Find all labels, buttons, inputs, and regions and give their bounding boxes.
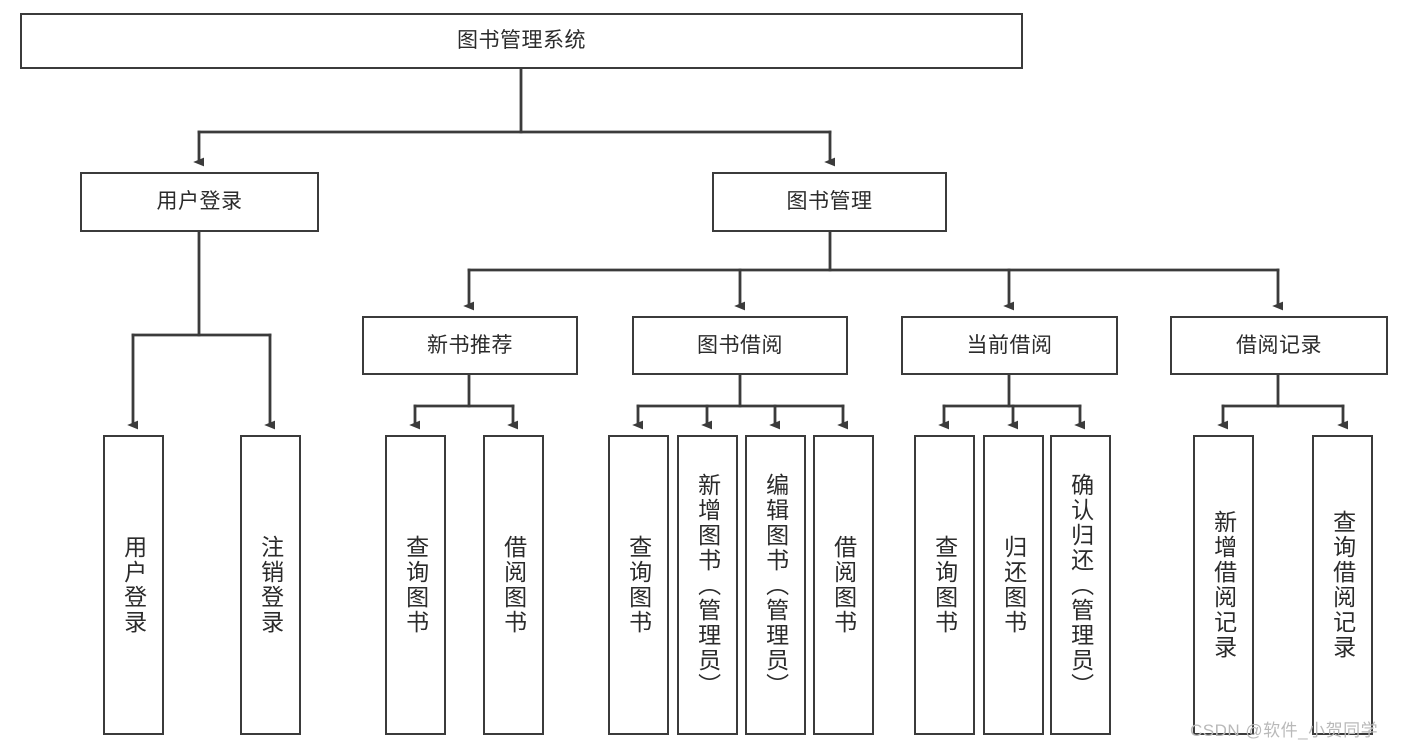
node-current-borrow[interactable]: 当前借阅 [901, 316, 1118, 375]
node-label: 借阅图书 [830, 535, 857, 635]
node-leaf-add-book-admin[interactable]: 新增图书（管理员） [677, 435, 738, 735]
node-label: 借阅图书 [500, 535, 527, 635]
node-leaf-borrow-book-2[interactable]: 借阅图书 [813, 435, 874, 735]
node-label: 注销登录 [257, 535, 284, 635]
node-leaf-borrow-book-1[interactable]: 借阅图书 [483, 435, 544, 735]
node-label: 借阅记录 [1236, 333, 1322, 357]
node-leaf-query-book-3[interactable]: 查询图书 [914, 435, 975, 735]
node-label: 查询借阅记录 [1329, 510, 1356, 660]
node-borrow-record[interactable]: 借阅记录 [1170, 316, 1388, 375]
node-leaf-query-book-2[interactable]: 查询图书 [608, 435, 669, 735]
node-label: 用户登录 [156, 190, 243, 214]
node-label: 图书管理系统 [457, 29, 586, 53]
node-new-book-recommend[interactable]: 新书推荐 [362, 316, 578, 375]
node-leaf-edit-book-admin[interactable]: 编辑图书（管理员） [745, 435, 806, 735]
node-leaf-query-book-1[interactable]: 查询图书 [385, 435, 446, 735]
node-leaf-query-borrow-record[interactable]: 查询借阅记录 [1312, 435, 1373, 735]
node-book-borrow[interactable]: 图书借阅 [632, 316, 848, 375]
node-label: 编辑图书（管理员） [762, 472, 789, 698]
node-book-management[interactable]: 图书管理 [712, 172, 947, 232]
node-label: 图书借阅 [697, 333, 783, 357]
node-label: 新书推荐 [427, 333, 513, 357]
csdn-watermark: CSDN @软件_小贺同学 [1190, 721, 1379, 740]
node-user-login[interactable]: 用户登录 [80, 172, 319, 232]
node-label: 用户登录 [120, 535, 147, 635]
node-leaf-add-borrow-record[interactable]: 新增借阅记录 [1193, 435, 1254, 735]
node-label: 查询图书 [931, 535, 958, 635]
node-label: 确认归还（管理员） [1067, 472, 1094, 698]
node-label: 归还图书 [1000, 535, 1027, 635]
node-label: 图书管理 [786, 190, 873, 214]
node-leaf-confirm-return-admin[interactable]: 确认归还（管理员） [1050, 435, 1111, 735]
node-system-title[interactable]: 图书管理系统 [20, 13, 1023, 69]
node-label: 查询图书 [625, 535, 652, 635]
node-label: 当前借阅 [966, 333, 1053, 357]
node-leaf-user-login[interactable]: 用户登录 [103, 435, 164, 735]
node-label: 新增借阅记录 [1210, 510, 1237, 660]
node-label: 查询图书 [402, 535, 429, 635]
node-leaf-return-book[interactable]: 归还图书 [983, 435, 1044, 735]
node-leaf-logout-login[interactable]: 注销登录 [240, 435, 301, 735]
node-label: 新增图书（管理员） [694, 472, 721, 698]
